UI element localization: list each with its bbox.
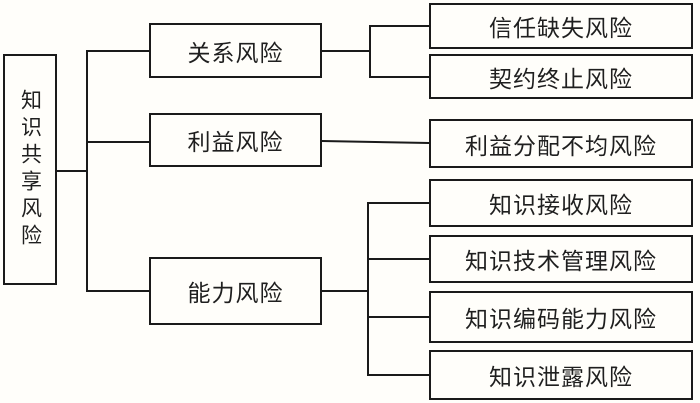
node-label: 信任缺失风险	[489, 16, 633, 42]
node-label: 利益风险	[187, 130, 284, 156]
node-label: 知识接收风险	[489, 193, 633, 219]
node-uneven-benefit-distribution-risk: 利益分配不均风险	[429, 119, 693, 168]
node-label: 知识共享风险	[18, 88, 43, 251]
node-label: 知识泄露风险	[489, 365, 633, 391]
node-knowledge-tech-management-risk: 知识技术管理风险	[429, 235, 693, 283]
node-label: 知识技术管理风险	[465, 249, 657, 275]
node-label: 知识编码能力风险	[465, 307, 657, 333]
node-knowledge-sharing-risk: 知识共享风险	[3, 54, 57, 285]
node-trust-deficiency-risk: 信任缺失风险	[429, 3, 693, 49]
node-capability-risk: 能力风险	[149, 257, 322, 325]
node-contract-termination-risk: 契约终止风险	[429, 54, 693, 99]
node-label: 利益分配不均风险	[465, 133, 657, 160]
node-relationship-risk: 关系风险	[149, 23, 322, 78]
node-knowledge-encoding-ability-risk: 知识编码能力风险	[429, 291, 693, 343]
node-knowledge-leakage-risk: 知识泄露风险	[429, 350, 693, 400]
connector-interest-to-distribution	[321, 140, 430, 144]
node-label: 契约终止风险	[489, 66, 633, 93]
node-knowledge-reception-risk: 知识接收风险	[429, 179, 693, 227]
node-interest-risk: 利益风险	[149, 113, 322, 167]
node-label: 能力风险	[187, 281, 284, 307]
node-label: 关系风险	[187, 40, 284, 67]
